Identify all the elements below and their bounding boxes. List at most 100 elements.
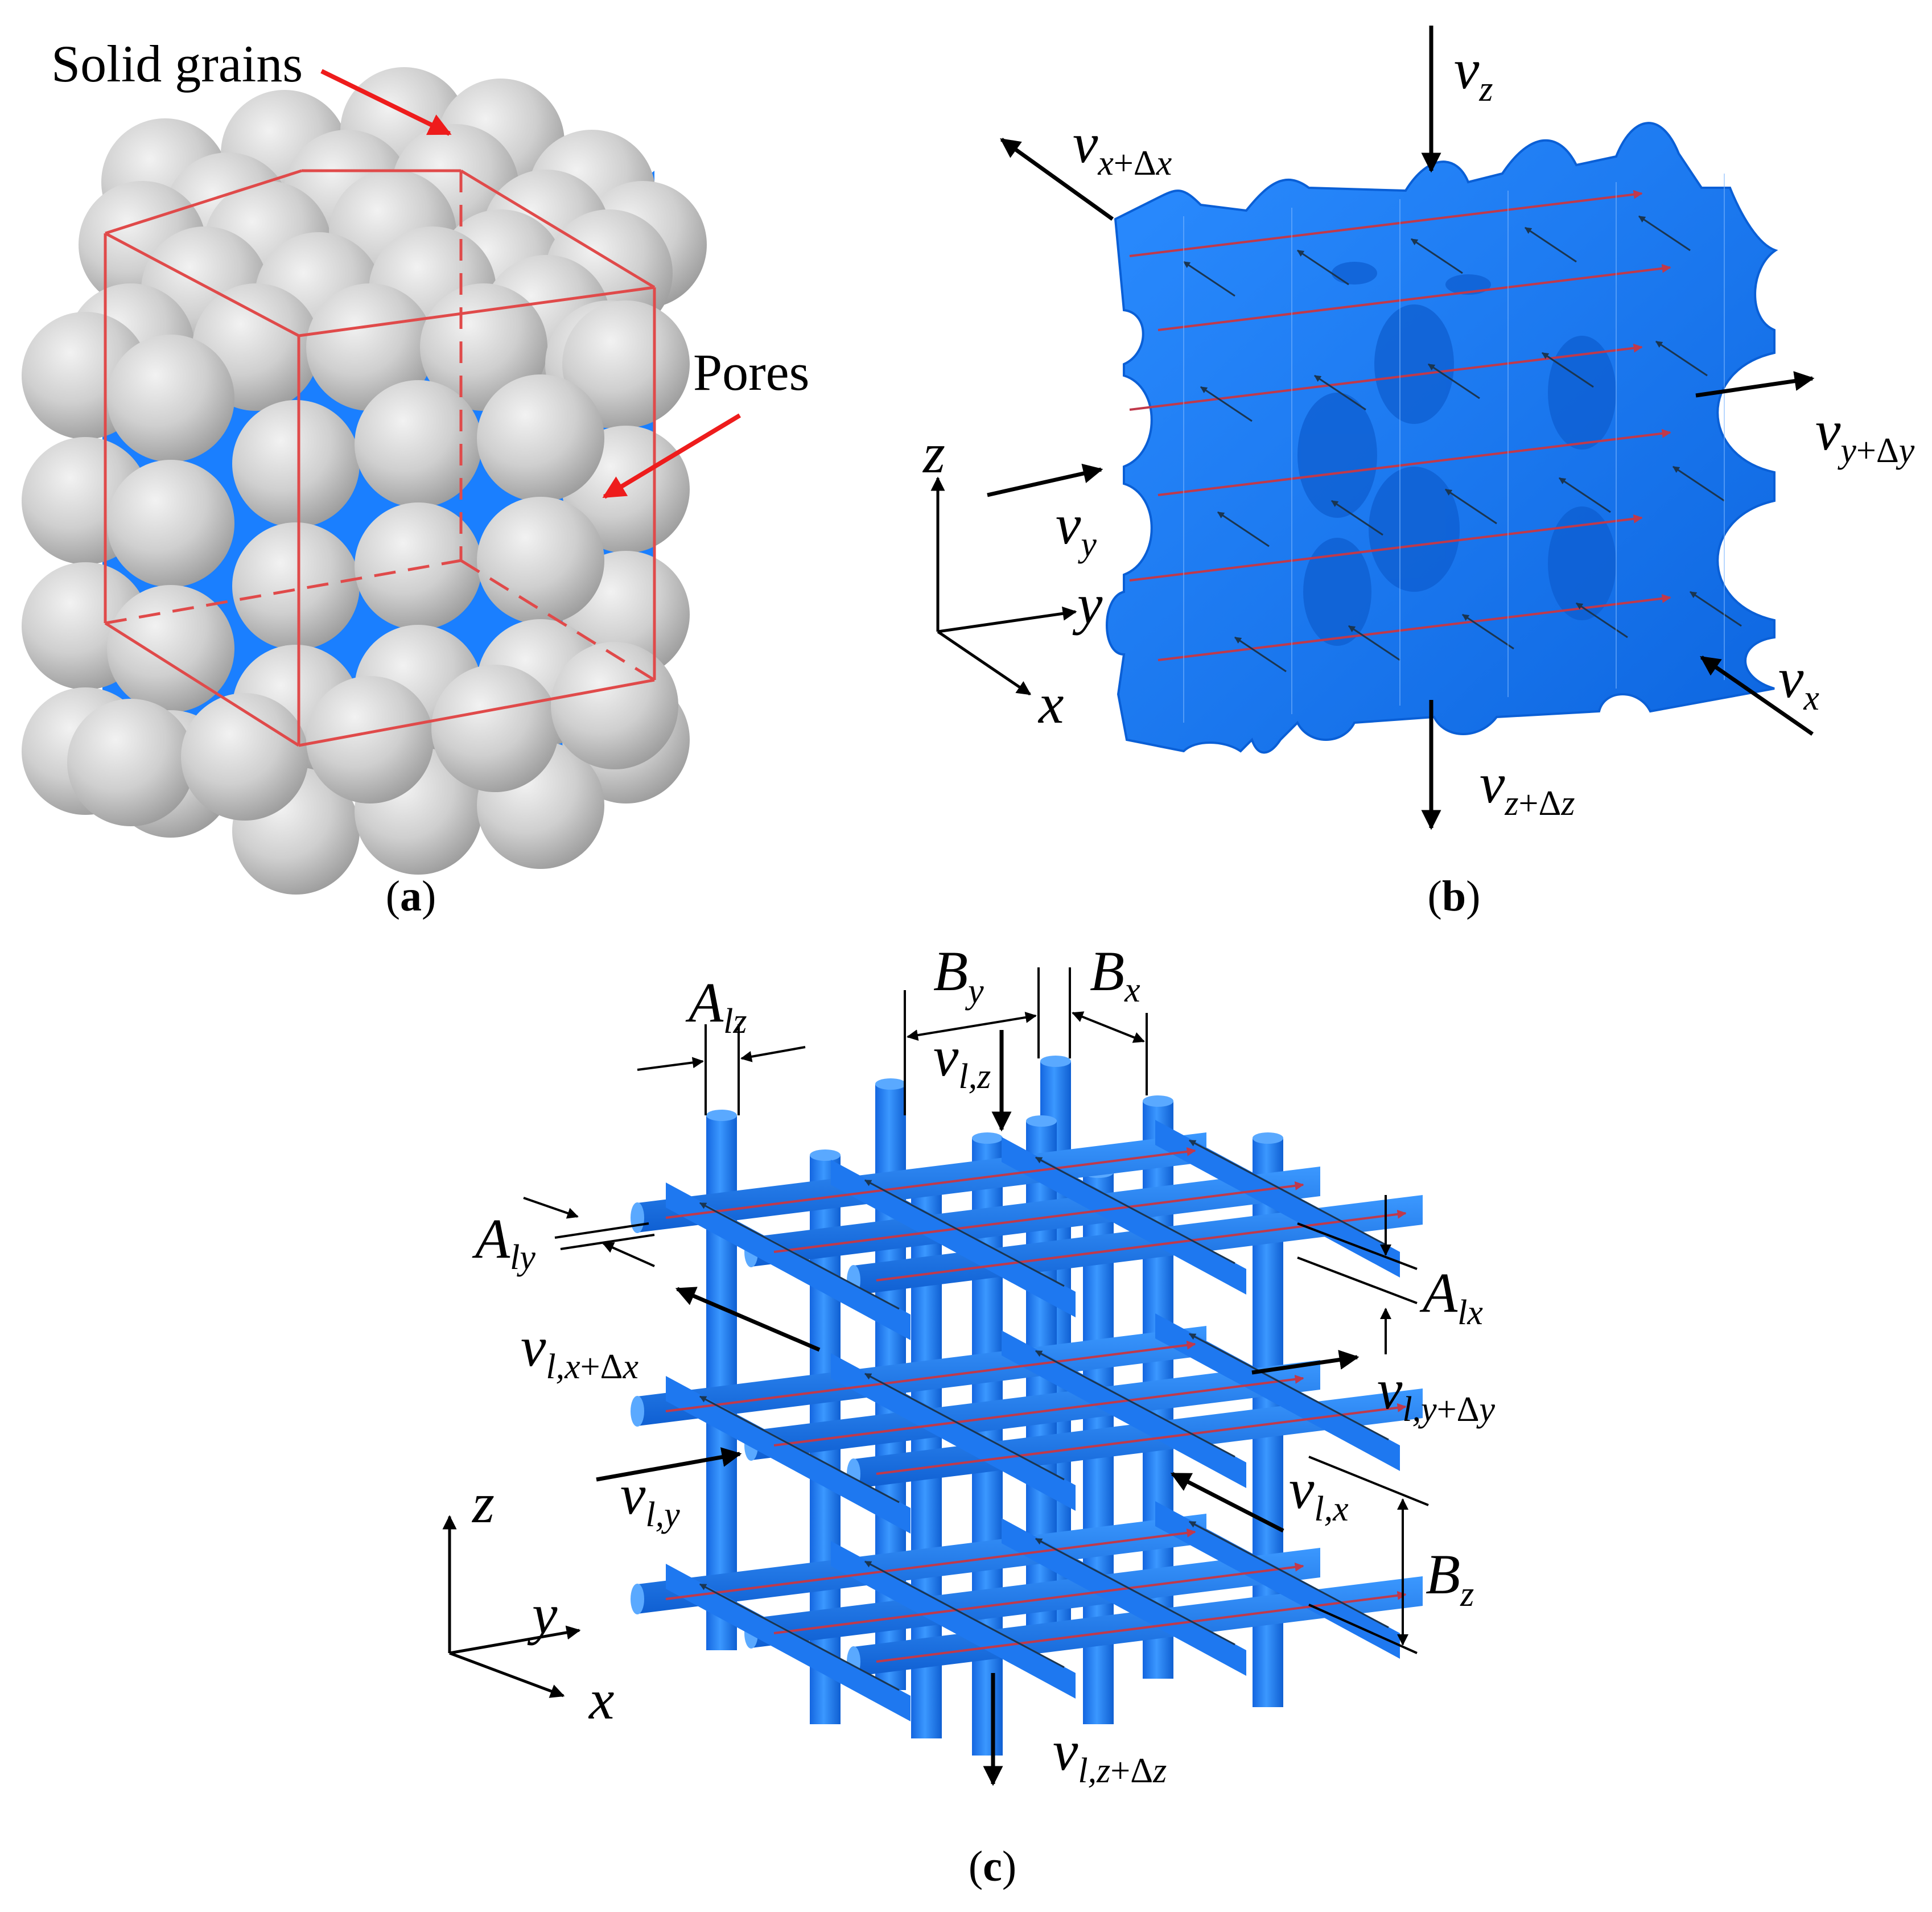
flow-arrow-x — [864, 1179, 1065, 1287]
tube-cap — [1040, 1056, 1071, 1067]
flow-arrow-x — [1200, 386, 1253, 422]
axis-y-label-b: y — [1072, 572, 1103, 636]
horizontal-tube-x — [831, 1541, 1076, 1699]
solid-grain-sphere — [477, 497, 604, 624]
pores-label: Pores — [693, 343, 809, 401]
horizontal-tube-x — [666, 1564, 911, 1721]
internal-flow-arrows-b — [1129, 174, 1742, 723]
tube-cap — [631, 1202, 644, 1233]
tube-cap — [631, 1396, 644, 1427]
solid-grain-sphere — [306, 283, 434, 411]
dimension-markers — [523, 967, 1429, 1654]
flow-arrow-y — [1129, 343, 1643, 411]
flow-arrow-x — [1183, 261, 1235, 297]
flow-arrow-x — [1188, 1520, 1389, 1629]
flow-arrow-x — [864, 1373, 1065, 1481]
v-lz-dz-label: vl,z+Δz — [1053, 1719, 1167, 1790]
flow-arrow-y — [1129, 514, 1643, 582]
tube-cap — [875, 1078, 906, 1090]
tube-cap — [706, 1110, 737, 1121]
vz-dz-label: vz+Δz — [1480, 752, 1575, 823]
flow-arrow-y — [773, 1181, 1304, 1253]
caption-b: (b) — [1428, 872, 1481, 920]
horizontal-tube-y — [751, 1360, 1320, 1460]
axis-y-label-c: y — [527, 1583, 558, 1646]
vz-label: vz — [1454, 38, 1493, 109]
solid-grain-sphere — [107, 460, 234, 587]
solid-grain-sphere — [431, 665, 559, 792]
v-ly-dy-label: vl,y+Δy — [1377, 1358, 1495, 1429]
flow-arrow-x — [1411, 238, 1463, 274]
horizontal-tube-x — [666, 1182, 911, 1340]
v-lx-arrow — [1170, 1472, 1284, 1533]
v-lx-dx-label: vl,x+Δx — [521, 1315, 638, 1386]
flow-arrow-x — [1462, 613, 1514, 650]
solid-grain-sphere — [355, 380, 482, 508]
flow-arrow-x — [1690, 591, 1742, 627]
v-lx-label: vl,x — [1289, 1457, 1349, 1528]
flow-arrow-x — [1428, 363, 1480, 399]
v-lx-dx-arrow — [675, 1287, 821, 1352]
axes-triad-b — [930, 476, 1077, 696]
horizontal-tube-y — [637, 1132, 1206, 1233]
capillary-tube-lattice — [631, 1056, 1423, 1756]
flow-arrow-x — [1542, 352, 1594, 388]
solid-grain-sphere — [551, 642, 678, 769]
tube-cap — [631, 1584, 644, 1614]
solid-grains-arrow — [320, 69, 452, 136]
flow-arrow-x — [1559, 477, 1611, 513]
vx-label: vx — [1778, 646, 1819, 718]
axis-z-label-b: z — [922, 422, 945, 485]
flow-arrow-x — [1035, 1538, 1235, 1646]
horizontal-tube-y — [751, 1548, 1320, 1648]
A-lz-label: Alz — [685, 971, 747, 1041]
vx-dx-arrow — [1000, 138, 1114, 221]
internal-flow-arrows-c — [665, 1139, 1407, 1691]
axis-x-label-b: x — [1037, 672, 1064, 735]
vy-dy-arrow — [1695, 371, 1815, 398]
horizontal-tube-x — [1155, 1313, 1400, 1471]
B-x-label: Bx — [1090, 939, 1140, 1009]
panel-b: vz vz+Δz vx+Δx vx vy vy+Δy z y x (b) — [922, 26, 1915, 920]
horizontal-tube-x — [1002, 1330, 1246, 1488]
flow-arrow-y — [1157, 428, 1671, 496]
solid-grain-sphere — [355, 502, 482, 630]
flow-arrow-x — [1331, 500, 1383, 536]
A-lx-label: Alx — [1419, 1261, 1483, 1332]
flow-arrow-y — [876, 1590, 1407, 1663]
flow-arrow-x — [1188, 1333, 1389, 1441]
flow-arrow-y — [1129, 189, 1643, 257]
flow-arrow-y — [665, 1340, 1196, 1412]
solid-grain-sphere — [306, 676, 434, 803]
horizontal-tube-x — [831, 1160, 1076, 1317]
pores-arrow — [602, 413, 742, 499]
caption-a: (a) — [386, 872, 436, 920]
solid-grain-sphere — [477, 374, 604, 502]
flow-arrow-x — [1035, 1156, 1235, 1264]
horizontal-tube-y — [751, 1167, 1320, 1267]
A-ly-label: Aly — [472, 1207, 535, 1277]
flow-arrow-y — [773, 1374, 1304, 1447]
flow-arrow-x — [1638, 215, 1691, 252]
axis-z-label-c: z — [471, 1472, 495, 1535]
solid-grain-sphere — [232, 400, 360, 528]
solid-grain-sphere — [67, 699, 195, 826]
flow-arrow-x — [699, 1202, 900, 1310]
flow-arrow-x — [1576, 602, 1628, 638]
vy-dy-label: vy+Δy — [1815, 399, 1915, 470]
flow-arrow-x — [1188, 1139, 1389, 1247]
caption-c: (c) — [969, 1843, 1016, 1890]
v-ly-dy-arrow — [1251, 1350, 1360, 1375]
horizontal-tube-y — [637, 1514, 1206, 1614]
panel-c: Alz By Bx vl,z Aly Alx vl,x+Δx vl,y+Δy v… — [442, 939, 1495, 1890]
vy-arrow — [987, 463, 1103, 497]
vy-label: vy — [1056, 493, 1097, 564]
red-unit-cube — [104, 169, 656, 747]
panel-a: Solid grains Pores (a) — [22, 35, 809, 920]
flow-arrow-y — [665, 1147, 1196, 1219]
v-ly-label: vl,y — [620, 1463, 680, 1534]
B-z-label: Bz — [1426, 1543, 1474, 1614]
flow-arrow-x — [1655, 340, 1708, 377]
flow-arrow-x — [1348, 625, 1400, 661]
